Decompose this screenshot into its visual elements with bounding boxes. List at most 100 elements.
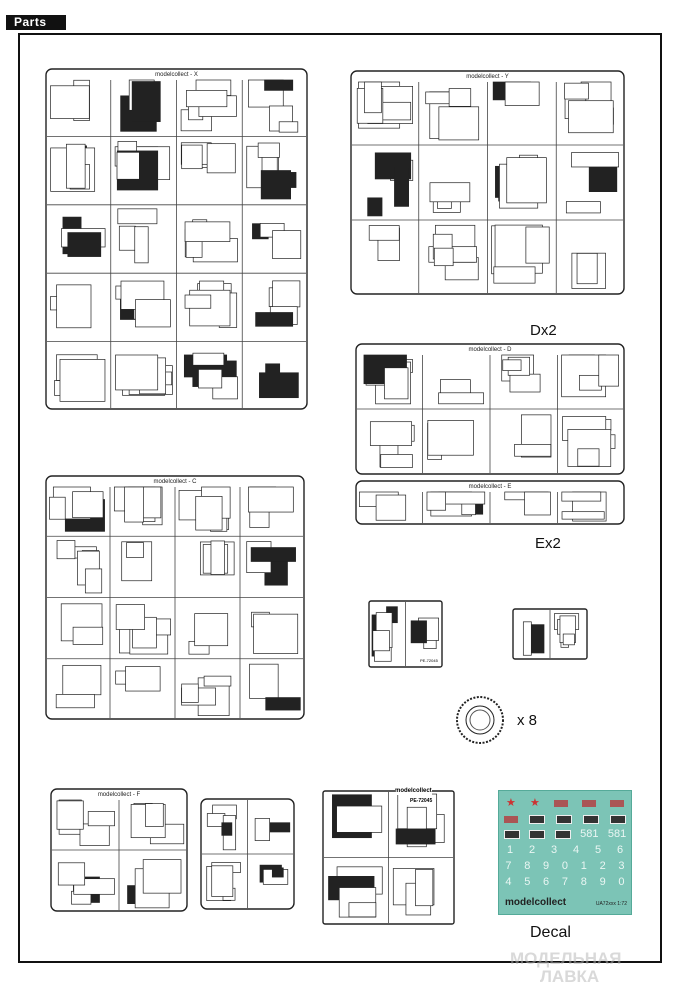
part-outline (448, 88, 472, 107)
part-outline (272, 230, 302, 259)
sprue-brand-label: modelcollect - D (468, 347, 512, 353)
decal-plate (529, 815, 546, 824)
sprue-d: modelcollect - D (355, 343, 625, 475)
sprue-d-qty: Dx2 (530, 322, 557, 339)
wheel-part (455, 695, 505, 745)
part-outline (368, 225, 400, 241)
part-outline (221, 822, 233, 836)
part-outline (564, 82, 589, 100)
sprue-e: modelcollect - E (355, 480, 625, 525)
part-outline (192, 352, 225, 366)
decal-digit: 5 (594, 844, 602, 856)
decal-digit: 2 (528, 844, 536, 856)
decal-digit: 7 (505, 860, 512, 872)
part-outline (568, 100, 614, 134)
part-outline (561, 491, 602, 502)
decal-digit: 8 (524, 860, 531, 872)
photo-etch-small-code: PE-72045 (420, 658, 438, 663)
red-star-icon: ★ (506, 797, 516, 809)
part-outline (135, 299, 171, 328)
part-outline (278, 121, 299, 133)
part-outline (348, 902, 377, 918)
part-outline (565, 201, 601, 214)
part-outline (55, 694, 95, 709)
part-outline (62, 664, 102, 696)
part-outline (145, 803, 164, 827)
part-outline (59, 359, 106, 402)
decal-plate (529, 830, 546, 839)
part-outline (259, 372, 299, 399)
part-outline (203, 675, 232, 687)
sprue-brand-label: modelcollect - X (155, 72, 198, 78)
part-outline (524, 491, 551, 516)
part-outline (384, 367, 409, 400)
decal-plate (555, 815, 572, 824)
sprue-brand-label: modelcollect - C (153, 479, 197, 485)
part-outline (186, 90, 228, 108)
part-outline (67, 232, 102, 257)
decal-digit: 1 (506, 844, 514, 856)
part-outline (394, 166, 409, 207)
decal-digit: 9 (599, 876, 606, 888)
sprue-frame (355, 480, 625, 525)
part-outline (576, 253, 598, 285)
part-outline (115, 604, 145, 630)
decal-plate (609, 815, 626, 824)
part-outline (211, 865, 234, 897)
part-outline (87, 811, 115, 827)
decal-plate (504, 816, 519, 823)
part-outline (522, 621, 532, 656)
decal-digit: 5 (524, 876, 531, 888)
part-outline (367, 197, 383, 217)
decal-plate (553, 800, 568, 807)
part-outline (142, 859, 182, 894)
decal-plate (581, 800, 596, 807)
decal-number: 581 (607, 828, 627, 840)
part-outline (372, 630, 390, 652)
part-outline (255, 312, 294, 327)
decal-brand: modelcollect (505, 897, 567, 908)
part-outline (514, 444, 552, 457)
sprue-x: modelcollect - X (45, 68, 308, 410)
part-outline (206, 143, 236, 174)
part-outline (525, 226, 550, 264)
decal-digit: 6 (616, 844, 624, 856)
part-outline (395, 828, 436, 845)
sprue-frame (512, 608, 588, 660)
part-outline (66, 143, 86, 189)
sprue-frame (368, 600, 443, 668)
part-outline (56, 540, 76, 560)
watermark-line-2: ЛАВКА (540, 967, 600, 986)
part-outline (184, 294, 212, 309)
sprue-brand-label: modelcollect - F (98, 792, 141, 798)
part-outline (198, 369, 223, 389)
decal-digit: 0 (561, 860, 569, 872)
part-outline (336, 805, 383, 833)
decal-digit: 3 (550, 844, 558, 856)
photo-etch-code: PE-72045 (410, 798, 433, 804)
part-outline (210, 540, 225, 575)
red-star-icon: ★ (529, 797, 540, 809)
part-outline (579, 374, 602, 391)
part-outline (433, 247, 454, 267)
part-outline (369, 421, 412, 446)
decal-plate (554, 830, 571, 839)
decal-digit: 9 (543, 860, 550, 872)
decal-digit: 1 (580, 860, 587, 872)
decal-plate (609, 800, 624, 807)
part-outline (116, 151, 140, 180)
watermark-line-1: МОДЕЛЬНАЯ (510, 949, 622, 968)
part-outline (427, 420, 474, 456)
decal-digit: 6 (543, 876, 550, 888)
part-outline (249, 663, 279, 699)
parts-header: Parts (6, 15, 66, 30)
hull-part (200, 798, 295, 910)
sprue-c: modelcollect - C (45, 475, 305, 720)
decal-number: 581 (580, 828, 599, 840)
part-outline (562, 633, 575, 646)
part-outline (131, 81, 161, 122)
part-outline (72, 626, 104, 645)
part-outline (49, 496, 66, 520)
part-outline (254, 818, 270, 841)
